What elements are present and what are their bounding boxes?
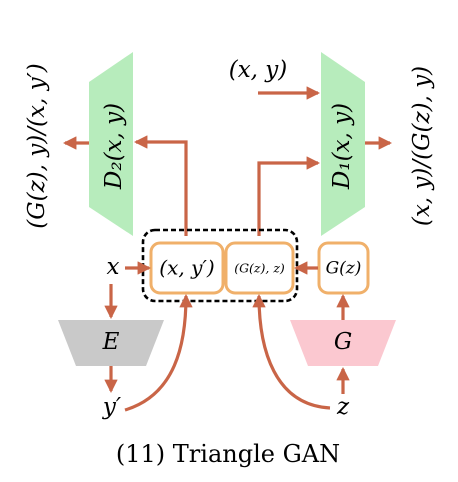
figure-caption: (11) Triangle GAN xyxy=(116,440,340,468)
d2-output-label: (G(z), y)/(x, y′) xyxy=(24,63,50,229)
encoder-label: E xyxy=(102,329,120,355)
gz-box xyxy=(317,241,370,295)
variable-x: x xyxy=(107,254,120,280)
variable-y-prime: y′ xyxy=(102,394,122,420)
generator-shape xyxy=(290,320,396,366)
discriminator-d1-shape xyxy=(321,52,365,236)
discriminator-d2-shape xyxy=(89,52,133,236)
arrow-pair-to-d1 xyxy=(257,156,321,236)
gz-label: G(z) xyxy=(326,259,362,279)
pair-x-yprime-label: (x, y′) xyxy=(159,256,214,280)
discriminator-d2-label: D₂(x, y) xyxy=(101,103,127,190)
d1-output-label: (x, y)/(G(z), y) xyxy=(409,66,435,226)
pair-gz-z-box xyxy=(224,241,295,295)
discriminator-d1-label: D₁(x, y) xyxy=(329,103,355,190)
arrow-pair-to-d2 xyxy=(133,135,188,236)
encoder-shape xyxy=(58,320,164,366)
arrow-z-to-pair xyxy=(252,293,331,410)
generator-label: G xyxy=(334,329,352,355)
d1-input-label: (x, y) xyxy=(229,57,288,83)
variable-z: z xyxy=(336,394,350,420)
arrow-yprime-to-pair xyxy=(124,293,193,412)
pair-gz-z-label: (G(z), z) xyxy=(234,261,285,276)
